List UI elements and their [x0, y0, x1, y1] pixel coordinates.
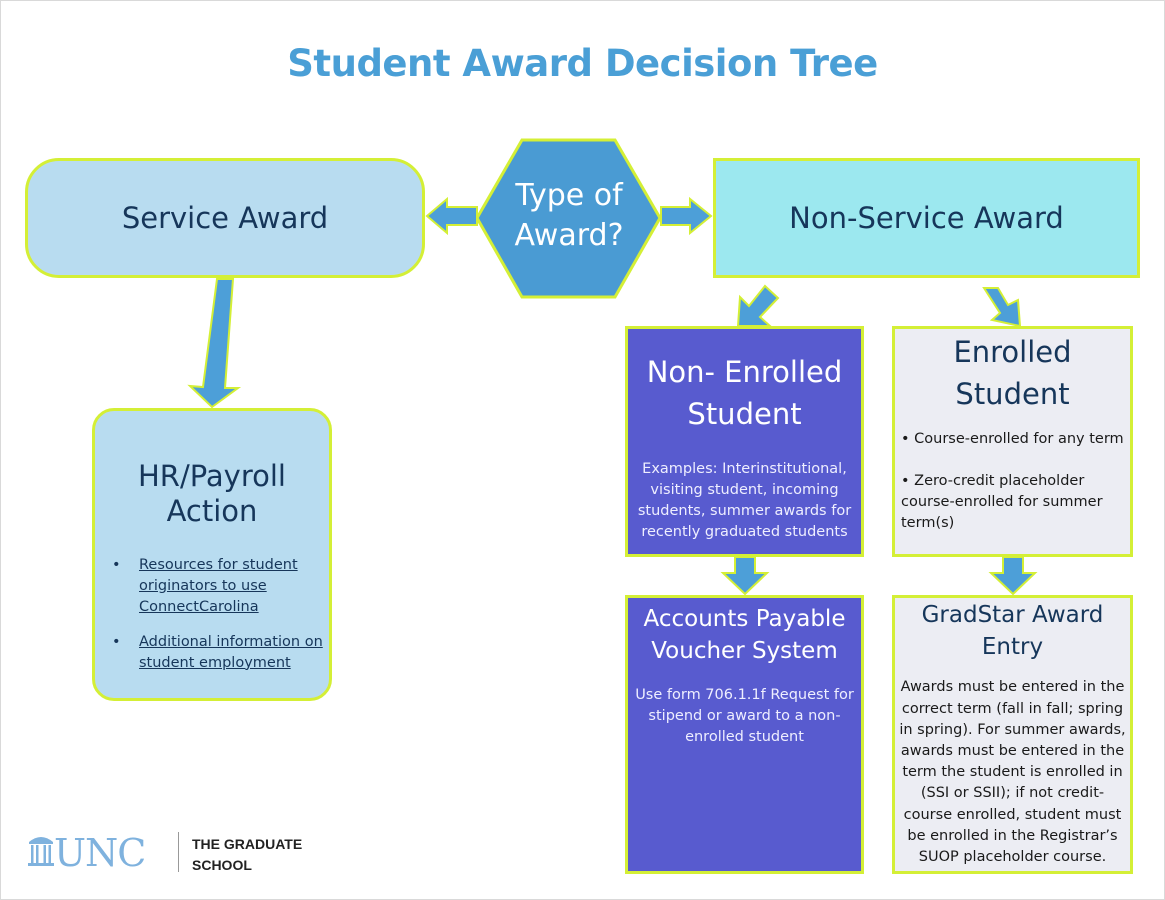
gradstar-box: GradStar Award Entry Awards must be ente… [892, 595, 1133, 874]
arrow-to-service [425, 196, 478, 236]
service-award-box: Service Award [25, 158, 425, 278]
arrow-to-hr [187, 278, 242, 409]
non-enrolled-title: Non- Enrolled Student [646, 355, 843, 432]
graduate-school-line1: THE GRADUATE [192, 836, 303, 852]
service-award-label: Service Award [121, 201, 329, 235]
hr-payroll-title: HR/Payroll Action [138, 459, 286, 528]
non-enrolled-description: Examples: Interinstitutional, visiting s… [637, 461, 852, 541]
non-enrolled-student-box: Non- Enrolled Student Examples: Interins… [625, 326, 864, 557]
accounts-payable-box: Accounts Payable Voucher System Use form… [625, 595, 864, 874]
arrow-to-non-service [660, 196, 713, 236]
graduate-school-label: THE GRADUATE SCHOOL [192, 834, 302, 876]
enrolled-bullets: • Course-enrolled for any term • Zero-cr… [901, 429, 1124, 534]
hr-link-item: Resources for student originators to use… [112, 555, 329, 618]
page-title: Student Award Decision Tree [287, 42, 878, 85]
graduate-school-line2: SCHOOL [192, 857, 252, 873]
employment-info-link[interactable]: Additional information on student employ… [139, 633, 323, 671]
gradstar-title: GradStar Award Entry [921, 602, 1104, 660]
enrolled-bullet: • Course-enrolled for any term [901, 431, 1124, 448]
non-service-award-box: Non-Service Award [713, 158, 1140, 278]
enrolled-title: Enrolled Student [953, 335, 1072, 412]
type-of-award-label: Type of Award? [514, 178, 624, 253]
accounts-payable-title: Accounts Payable Voucher System [643, 606, 846, 664]
arrow-to-gradstar [988, 556, 1038, 596]
old-well-icon [28, 837, 54, 866]
unc-wordmark: UNC [54, 831, 146, 875]
resources-link[interactable]: Resources for student originators to use… [139, 556, 298, 615]
arrow-to-enrolled [982, 287, 1022, 328]
arrow-to-non-enrolled [736, 284, 780, 327]
enrolled-student-box: Enrolled Student • Course-enrolled for a… [892, 326, 1133, 557]
hr-link-item: Additional information on student employ… [112, 632, 329, 674]
hr-payroll-links: Resources for student originators to use… [95, 555, 329, 674]
arrow-to-accounts-payable [720, 556, 770, 596]
hr-payroll-box: HR/Payroll Action Resources for student … [92, 408, 332, 701]
accounts-payable-description: Use form 706.1.1f Request for stipend or… [635, 687, 854, 746]
logo-divider [178, 832, 179, 872]
non-service-award-label: Non-Service Award [789, 201, 1064, 235]
enrolled-bullet: • Zero-credit placeholder course-enrolle… [901, 473, 1103, 532]
gradstar-description: Awards must be entered in the correct te… [899, 679, 1126, 866]
